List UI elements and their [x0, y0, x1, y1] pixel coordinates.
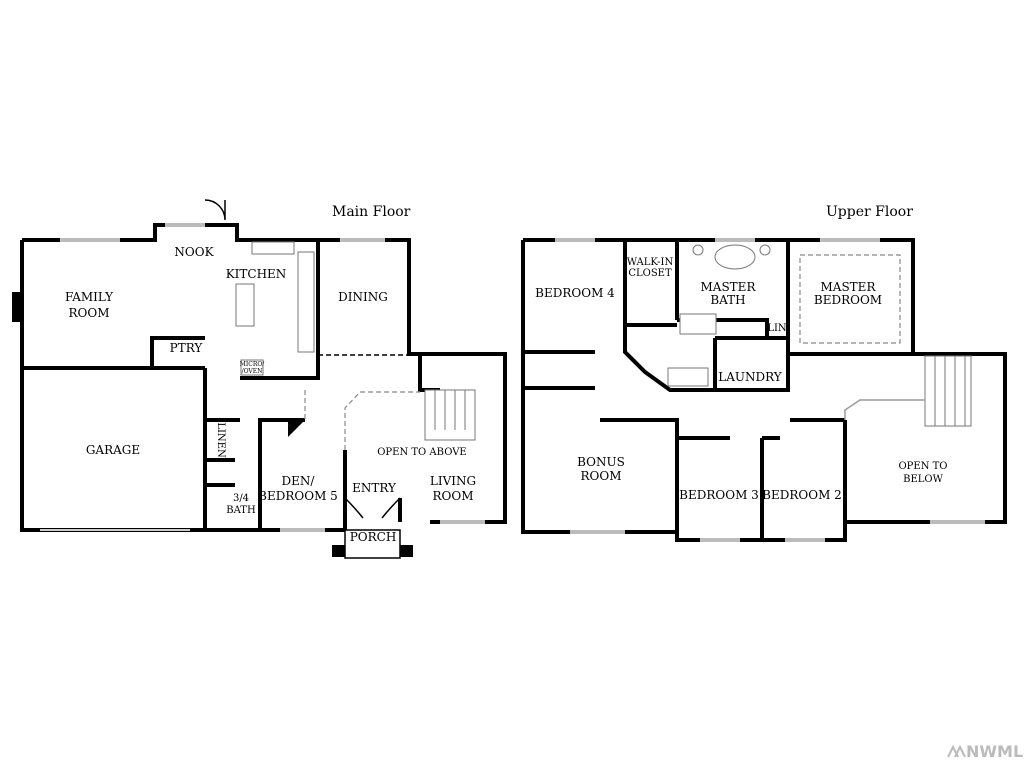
- svg-text:ROOM: ROOM: [433, 489, 474, 503]
- porch: [344, 529, 401, 559]
- room-label-kitchen: KITCHEN: [226, 267, 287, 281]
- room-label-garage: GARAGE: [86, 443, 140, 457]
- room-label-pantry: PTRY: [170, 341, 204, 355]
- room-label-linen: LIN: [767, 323, 787, 334]
- bathtub: [714, 244, 756, 270]
- upper-floor-title: Upper Floor: [826, 204, 913, 220]
- room-label-bedroom-4: BEDROOM 4: [535, 286, 615, 300]
- svg-text:BEDROOM 5: BEDROOM 5: [258, 489, 338, 503]
- svg-text:BELOW: BELOW: [903, 474, 943, 485]
- upper-floor-plan: Upper Floor: [521, 204, 1007, 542]
- room-label-bedroom-3: BEDROOM 3: [679, 488, 759, 502]
- room-label-bath: 3/4: [233, 493, 249, 504]
- svg-text:BEDROOM: BEDROOM: [814, 293, 882, 307]
- fireplace-icon: [12, 292, 22, 322]
- room-label-living: LIVING: [430, 474, 476, 488]
- nook-door[interactable]: [204, 199, 226, 221]
- room-label-porch: PORCH: [350, 530, 397, 544]
- svg-text:/OVEN: /OVEN: [242, 368, 263, 375]
- room-label-linen: LINEN: [215, 422, 226, 458]
- svg-text:BATH: BATH: [226, 505, 256, 516]
- svg-text:NWMLS: NWMLS: [966, 742, 1024, 761]
- room-label-laundry: LAUNDRY: [718, 370, 783, 384]
- room-label-dining: DINING: [338, 290, 388, 304]
- svg-text:BATH: BATH: [710, 293, 745, 307]
- nwmls-watermark: NWMLS: [947, 742, 1024, 761]
- label-open-to-below: OPEN TO: [898, 461, 947, 472]
- room-label-family-room: FAMILY: [65, 290, 114, 304]
- room-label-master-bedroom: MASTER: [821, 280, 877, 294]
- main-floor-title: Main Floor: [332, 204, 411, 220]
- room-label-nook: NOOK: [174, 245, 214, 259]
- main-floor-plan: Main Floor: [12, 199, 507, 559]
- watermark-logo-icon: [947, 744, 966, 758]
- room-label-master-bath: MASTER: [701, 280, 757, 294]
- room-label-den: DEN/: [282, 474, 316, 488]
- svg-text:MICRO/: MICRO/: [240, 361, 266, 368]
- room-label-entry: ENTRY: [352, 481, 397, 495]
- svg-text:CLOSET: CLOSET: [628, 268, 672, 279]
- room-label-bedroom-2: BEDROOM 2: [762, 488, 842, 502]
- entry-door[interactable]: [344, 497, 401, 519]
- kitchen-island: [235, 283, 255, 327]
- room-label-walk-in-closet: WALK-IN: [627, 257, 674, 268]
- svg-text:ROOM: ROOM: [69, 306, 110, 320]
- room-label-bonus-room: BONUS: [577, 455, 625, 469]
- svg-text:ROOM: ROOM: [581, 469, 622, 483]
- label-open-to-above: OPEN TO ABOVE: [377, 447, 467, 458]
- main-stairs: [424, 389, 476, 441]
- upper-stairs: [924, 355, 972, 427]
